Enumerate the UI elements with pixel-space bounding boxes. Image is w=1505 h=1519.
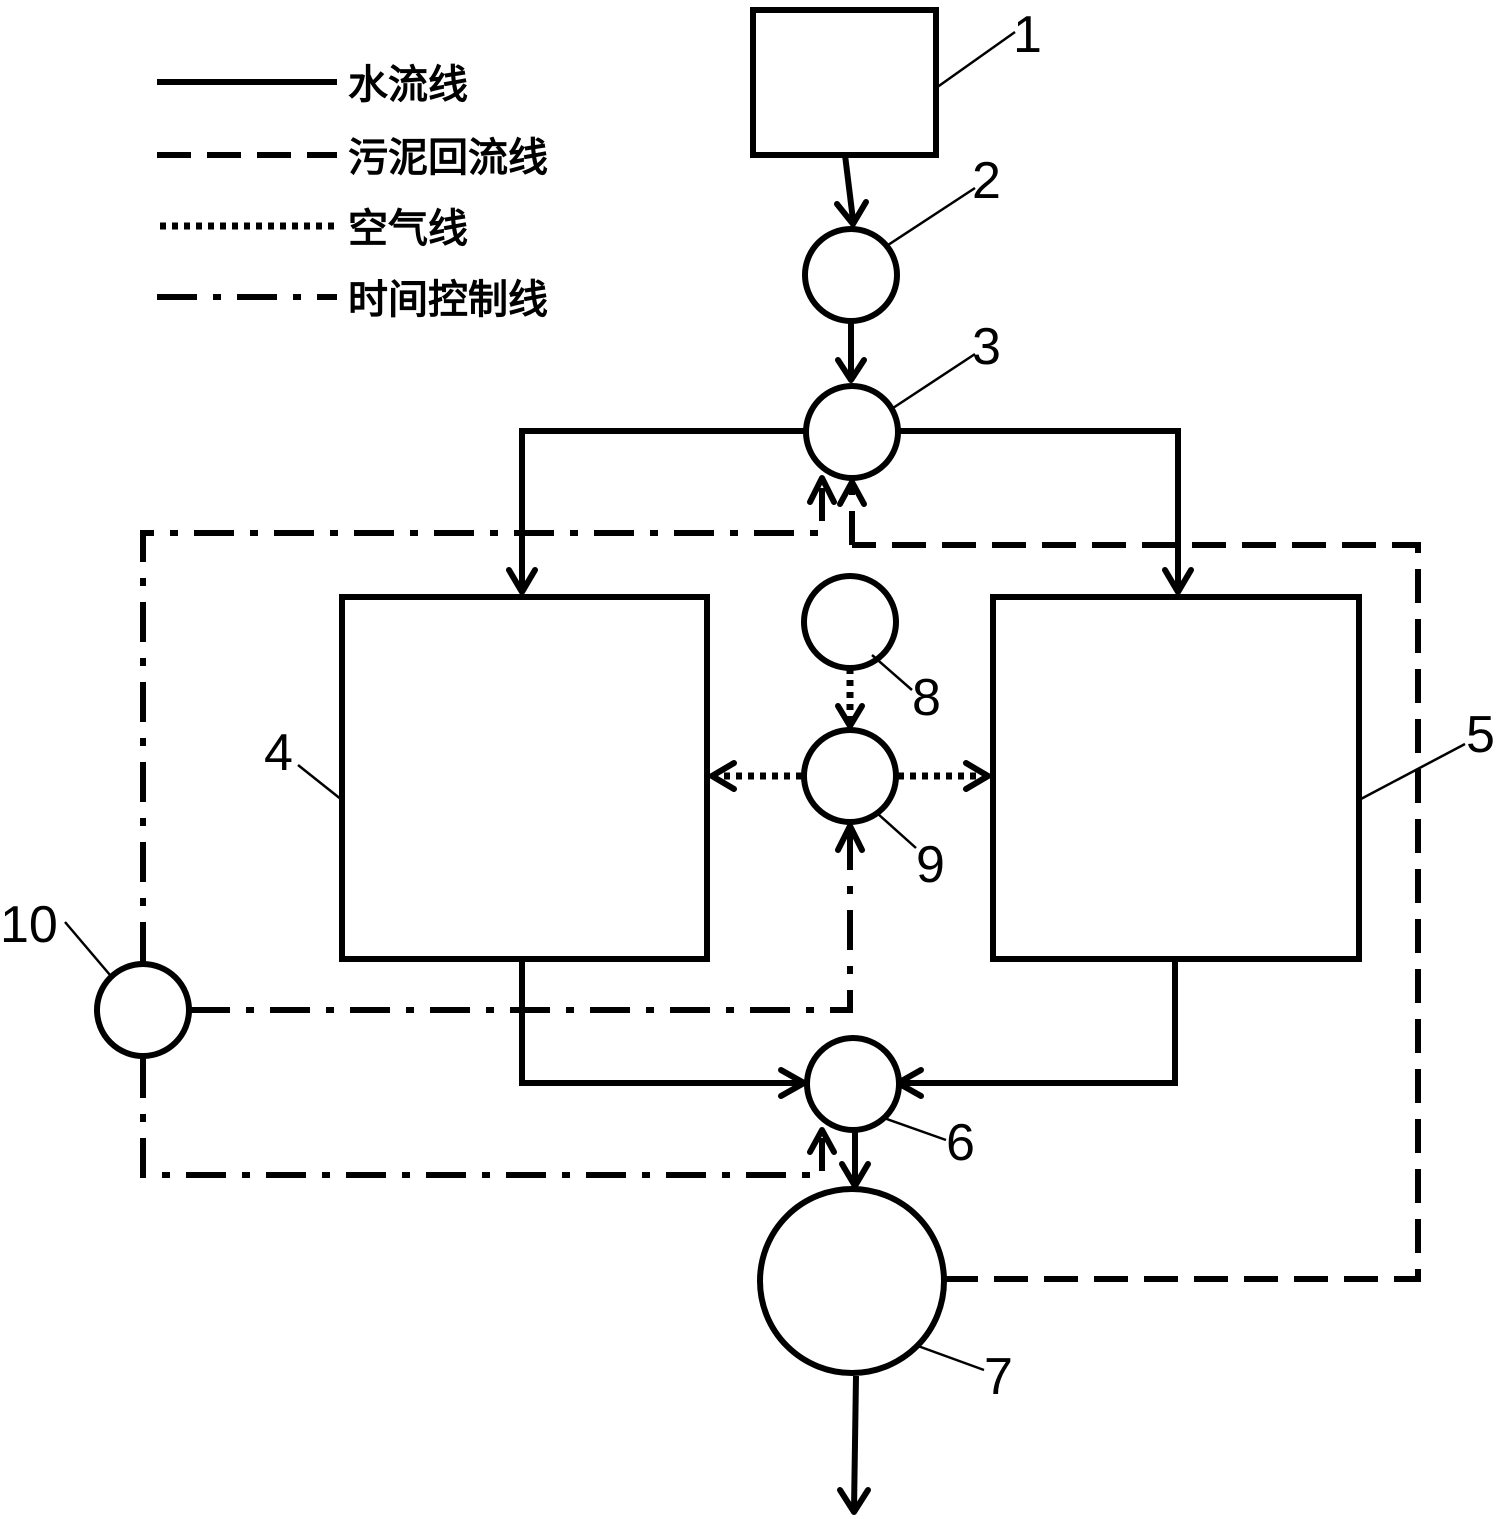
label-10: 10	[0, 896, 58, 954]
component-7-circle	[757, 1186, 947, 1376]
water-line-4-to-6	[519, 962, 802, 1086]
arrow-head-control-into-9	[835, 823, 865, 853]
arrow-head-control-into-6	[807, 1127, 837, 1155]
arrow-head-into-7	[839, 1161, 871, 1189]
leader-lines	[64, 30, 1466, 1372]
components	[94, 7, 1362, 1376]
time-control-line-10-to-9	[190, 832, 853, 1013]
time-control-lines	[140, 475, 865, 1178]
component-5-box	[990, 594, 1362, 962]
label-3: 3	[972, 318, 1001, 376]
arrow-head-into-2	[834, 199, 869, 227]
component-8-circle	[801, 573, 899, 671]
water-line-3-to-4	[519, 428, 806, 590]
legend-air-line-label: 空气线	[348, 206, 468, 252]
label-6: 6	[946, 1114, 975, 1172]
time-control-line-10-to-3	[140, 488, 825, 962]
component-4-box	[339, 594, 710, 962]
component-10-circle	[94, 961, 192, 1059]
water-line-outlet	[851, 1375, 859, 1511]
component-6-circle	[804, 1035, 902, 1133]
water-line-5-to-6	[900, 962, 1178, 1086]
legend-time-control-line-label: 时间控制线	[348, 277, 548, 323]
legend: 水流线 污泥回流线 空气线 时间控制线	[157, 62, 548, 323]
water-line-3-to-5	[898, 428, 1181, 590]
arrow-head-into-5	[1162, 567, 1194, 595]
time-control-line-10-to-6	[140, 1058, 825, 1178]
label-2: 2	[972, 152, 1001, 210]
leader-4	[297, 764, 343, 801]
arrow-head-control-into-3	[807, 475, 837, 505]
leader-10	[64, 921, 111, 976]
leader-6	[883, 1116, 947, 1142]
leader-5	[1358, 742, 1466, 802]
label-4: 4	[264, 724, 293, 782]
component-9-circle	[801, 727, 899, 825]
arrow-head-sludge-into-3	[837, 479, 867, 507]
arrow-head-into-4	[506, 567, 538, 595]
arrow-head-air-into-4	[709, 760, 737, 792]
water-flow-lines	[506, 154, 1194, 1515]
leader-2	[887, 186, 976, 247]
sludge-return-lines	[837, 479, 1421, 1282]
label-1: 1	[1013, 6, 1042, 64]
number-labels: 1 2 3 4 5 6 7 8 9 10	[0, 6, 1495, 1406]
arrow-head-outlet	[837, 1487, 871, 1515]
leader-9	[877, 813, 917, 849]
leader-3	[892, 352, 976, 410]
leader-7	[917, 1344, 985, 1372]
component-2-circle	[802, 226, 900, 324]
water-line-1-to-2	[842, 154, 856, 221]
component-3-circle	[803, 383, 901, 481]
legend-water-line-label: 水流线	[348, 62, 468, 108]
leader-1	[935, 30, 1016, 90]
arrow-head-air-into-9	[835, 703, 865, 729]
label-7: 7	[984, 1348, 1013, 1406]
label-9: 9	[916, 836, 945, 894]
label-5: 5	[1466, 706, 1495, 764]
component-1-box	[750, 7, 939, 158]
air-lines	[709, 668, 991, 792]
leader-8	[871, 654, 913, 691]
legend-sludge-return-line-label: 污泥回流线	[348, 135, 548, 181]
arrow-head-into-3	[835, 357, 867, 383]
arrow-head-air-into-5	[963, 760, 991, 792]
label-8: 8	[912, 669, 941, 727]
arrow-head-into-6-left	[778, 1067, 807, 1099]
